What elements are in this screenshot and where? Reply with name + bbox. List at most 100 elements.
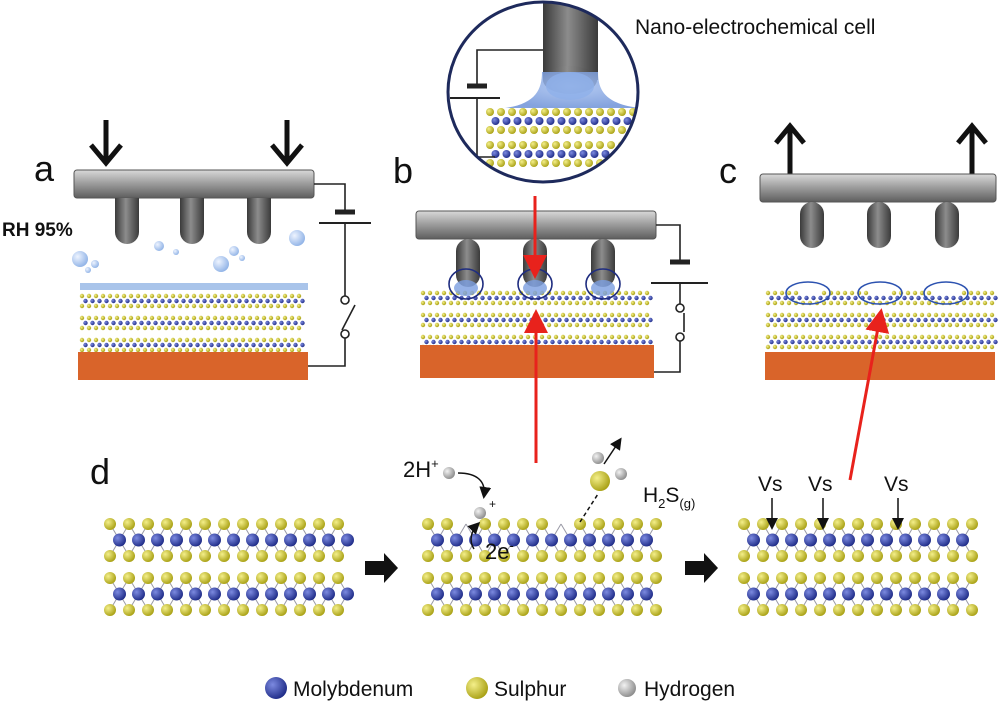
molybdenum-atom xyxy=(535,117,544,125)
sulphur-atom xyxy=(833,518,845,530)
sulphur-atom xyxy=(180,604,192,616)
down-arrow-icon xyxy=(89,120,123,167)
sulphur-atom xyxy=(975,344,981,350)
molybdenum-atom xyxy=(993,317,998,323)
molybdenum-atom xyxy=(529,317,534,323)
molybdenum-atom xyxy=(170,587,183,601)
sulphur-atom xyxy=(553,290,559,296)
sulphur-atom xyxy=(618,126,626,134)
sulphur-atom xyxy=(212,325,218,331)
molybdenum-atom xyxy=(634,295,639,301)
sulphur-atom xyxy=(498,572,510,584)
sulphur-atom xyxy=(530,108,538,116)
sulphur-atom xyxy=(441,334,447,340)
sulphur-atom xyxy=(982,312,988,318)
molybdenum-atom xyxy=(579,150,588,158)
sulphur-atom xyxy=(553,300,559,306)
sulphur-atom xyxy=(517,572,529,584)
molybdenum-atom xyxy=(83,320,88,326)
sulphur-atom xyxy=(821,344,827,350)
sulphur-atom xyxy=(422,518,434,530)
sulphur-atom xyxy=(539,322,545,328)
molybdenum-atom xyxy=(209,342,214,348)
molybdenum-atom xyxy=(606,339,611,345)
sulphur-atom xyxy=(800,334,806,340)
sulphur-atom xyxy=(261,347,267,353)
sulphur-atom xyxy=(149,347,155,353)
sulphur-atom xyxy=(462,322,468,328)
sulphur-atom xyxy=(219,315,225,321)
sulphur-atom xyxy=(833,604,845,616)
molybdenum-atom xyxy=(585,317,590,323)
molybdenum-atom xyxy=(265,587,278,601)
molybdenum-atom xyxy=(842,533,855,547)
sulphur-atom xyxy=(623,322,629,328)
molybdenum-atom xyxy=(797,295,802,301)
molybdenum-atom xyxy=(853,317,858,323)
sulphur-atom xyxy=(926,300,932,306)
sulphur-atom xyxy=(890,518,902,530)
sulphur-atom xyxy=(961,300,967,306)
sulphur-atom xyxy=(800,312,806,318)
sulphur-atom xyxy=(909,518,921,530)
molybdenum-atom xyxy=(568,150,577,158)
sulphur-atom xyxy=(793,312,799,318)
molybdenum-atom xyxy=(583,587,596,601)
vacancy-regions xyxy=(785,281,969,305)
molybdenum-atom xyxy=(223,320,228,326)
molybdenum-atom xyxy=(265,320,270,326)
molybdenum-atom xyxy=(160,320,165,326)
sulphur-atom xyxy=(104,518,116,530)
sulphur-atom xyxy=(163,315,169,321)
sulphur-atom xyxy=(427,322,433,328)
molybdenum-atom xyxy=(909,339,914,345)
sulphur-atom xyxy=(567,290,573,296)
sulphur-atom xyxy=(596,126,604,134)
sulphur-atom xyxy=(595,300,601,306)
molybdenum-atom xyxy=(918,533,931,547)
sulphur-atom xyxy=(434,322,440,328)
sulphur-atom xyxy=(909,604,921,616)
sulphur-atom xyxy=(877,334,883,340)
molybdenum-atom xyxy=(431,295,436,301)
molybdenum-atom xyxy=(167,298,172,304)
sulphur-atom xyxy=(623,300,629,306)
sulphur-atom xyxy=(497,159,505,167)
sulphur-atom xyxy=(313,572,325,584)
molybdenum-atom xyxy=(431,339,436,345)
sulphur-atom xyxy=(975,300,981,306)
sulphur-atom xyxy=(581,334,587,340)
sulphur-atom xyxy=(486,108,494,116)
sulphur-atom xyxy=(530,141,538,149)
sulphur-atom xyxy=(590,471,610,491)
sulphur-atom xyxy=(237,518,249,530)
sulphur-atom xyxy=(275,550,287,562)
sulphur-atom xyxy=(198,293,204,299)
molybdenum-atom xyxy=(937,295,942,301)
sulphur-atom xyxy=(786,300,792,306)
sulphur-atom xyxy=(555,604,567,616)
molybdenum-atom xyxy=(823,533,836,547)
sulphur-atom xyxy=(448,334,454,340)
sulphur-atom xyxy=(891,334,897,340)
molybdenum-atom xyxy=(438,339,443,345)
sulphur-atom xyxy=(294,550,306,562)
sulphur-atom xyxy=(114,337,120,343)
sulphur-atom xyxy=(966,550,978,562)
molybdenum-atom xyxy=(146,320,151,326)
sulphur-atom xyxy=(420,300,426,306)
molybdenum-atom xyxy=(599,339,604,345)
sulphur-atom xyxy=(629,159,637,167)
sulphur-atom xyxy=(536,604,548,616)
sulphur-atom xyxy=(177,315,183,321)
sulphur-atom xyxy=(275,325,281,331)
sulphur-atom xyxy=(574,126,582,134)
sulphur-atom xyxy=(779,290,785,296)
sulphur-atom xyxy=(821,322,827,328)
molybdenum-atom xyxy=(83,298,88,304)
sulphur-atom xyxy=(909,572,921,584)
cell-title: Nano-electrochemical cell xyxy=(635,16,875,39)
sulphur-atom xyxy=(612,604,624,616)
sulphur-atom xyxy=(553,334,559,340)
sulphur-atom xyxy=(261,293,267,299)
